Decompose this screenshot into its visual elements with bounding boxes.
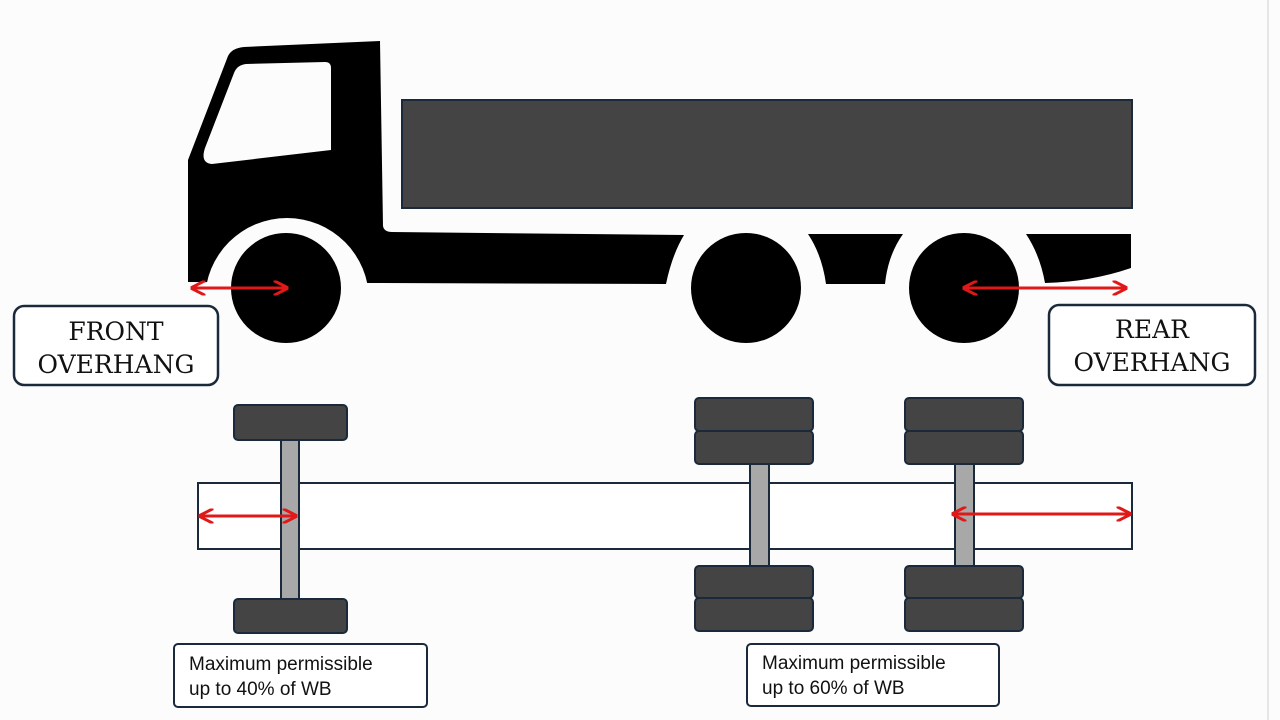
front-tyre-right (233, 598, 348, 634)
rear-note-line2: up to 60% of WB (762, 678, 905, 699)
middle-axle (749, 461, 770, 569)
rear-tyre-left-inner (904, 430, 1024, 465)
middle-tyre-left-outer (694, 397, 814, 432)
middle-tyre-right-outer (694, 597, 814, 632)
middle-tyre-left-inner (694, 430, 814, 465)
middle-tyre-right-inner (694, 565, 814, 599)
front-note-line2: up to 40% of WB (189, 679, 332, 700)
cargo-box (401, 99, 1133, 209)
front-overhang-label: FRONT OVERHANG (12, 304, 220, 387)
rear-tyre-right-outer (904, 597, 1024, 632)
middle-wheel (691, 233, 801, 343)
chassis-top-view (197, 397, 1133, 634)
rear-overhang-text-line2: OVERHANG (1074, 348, 1231, 377)
rear-overhang-label: REAR OVERHANG (1047, 303, 1257, 387)
rear-tyre-left-outer (904, 397, 1024, 432)
middle-fender (808, 234, 903, 284)
rear-tyre-right-inner (904, 565, 1024, 599)
rear-note-line1: Maximum permissible (762, 653, 946, 674)
chassis-frame (197, 482, 1133, 550)
rear-overhang-note: Maximum permissible up to 60% of WB (746, 643, 1000, 707)
front-axle (280, 437, 300, 601)
rear-overhang-text-line1: REAR (1115, 315, 1190, 344)
front-overhang-note: Maximum permissible up to 40% of WB (173, 643, 428, 708)
front-tyre-left (233, 404, 348, 441)
front-overhang-text-line1: FRONT (68, 317, 164, 346)
truck-side-view (150, 41, 1133, 382)
front-overhang-text-line2: OVERHANG (38, 350, 195, 379)
rear-fender (1026, 234, 1131, 283)
cab-window (203, 62, 331, 164)
front-note-line1: Maximum permissible (189, 654, 373, 675)
